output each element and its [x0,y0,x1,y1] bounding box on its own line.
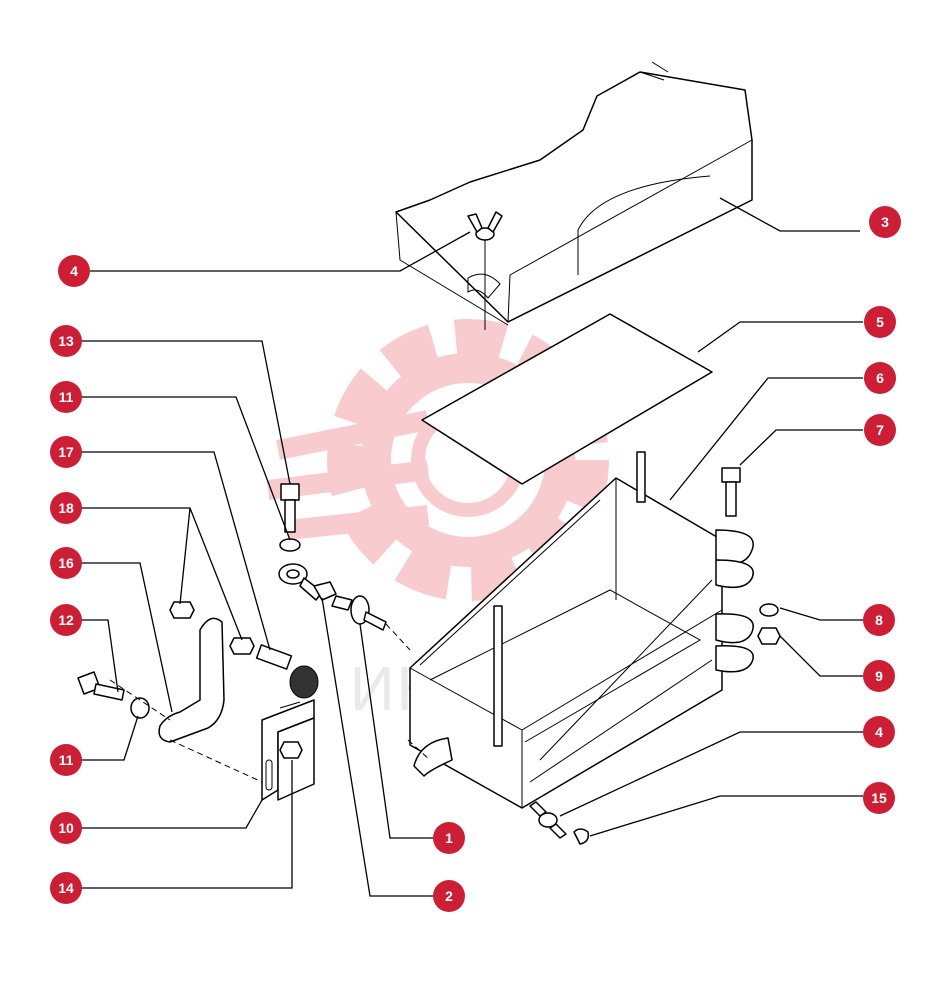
callout-16: 16 [50,547,82,579]
callout-12: 12 [50,604,82,636]
svg-text:2: 2 [445,888,453,904]
svg-text:8: 8 [875,612,883,628]
callout-14: 14 [50,872,82,904]
svg-text:11: 11 [59,389,74,405]
svg-text:13: 13 [58,333,74,349]
part-nut-9 [757,627,781,645]
callout-18: 18 [50,492,82,524]
callout-5: 5 [864,306,896,338]
callout-4-top: 4 [58,255,90,287]
svg-text:5: 5 [876,314,884,330]
part-washer-8 [759,603,779,617]
part-washer-11b [130,697,150,719]
assembly-axis [109,623,431,783]
svg-text:11: 11 [59,752,74,768]
svg-text:9: 9 [875,668,883,684]
callout-17: 17 [50,436,82,468]
callout-11-lower: 11 [50,744,82,776]
part-nut-18a [169,601,195,619]
svg-text:17: 17 [58,444,74,460]
part-bolt-12 [77,671,125,701]
callout-11-upper: 11 [50,381,82,413]
callout-13: 13 [50,325,82,357]
callout-7: 7 [864,414,896,446]
svg-text:7: 7 [876,422,884,438]
callout-2: 2 [433,880,465,912]
callout-15: 15 [863,782,895,814]
svg-text:4: 4 [70,263,78,279]
part-cover [395,61,753,330]
part-clip-15 [573,828,590,845]
callout-1: 1 [433,822,465,854]
part-plate [421,313,713,485]
svg-text:16: 16 [58,555,74,571]
svg-text:4: 4 [875,724,883,740]
leader-lines [80,197,863,897]
part-bolt-1 [331,595,387,631]
svg-text:18: 18 [58,500,74,516]
callout-8: 8 [863,604,895,636]
svg-text:10: 10 [58,820,74,836]
part-washer-11 [279,538,301,552]
svg-text:3: 3 [881,214,889,230]
part-wing-nut-4 [529,801,567,839]
callout-3: 3 [869,206,901,238]
svg-text:6: 6 [876,370,884,386]
part-rod-end-2 [278,563,337,601]
svg-text:1: 1 [445,830,453,846]
callout-10: 10 [50,812,82,844]
part-bolt-7 [721,467,741,517]
svg-text:14: 14 [58,880,74,896]
part-frame [409,451,754,809]
callout-4-bottom: 4 [863,716,895,748]
part-nut-18b [229,637,255,655]
part-knurled-screw-17 [255,644,319,699]
callout-6: 6 [864,362,896,394]
callout-9: 9 [863,660,895,692]
part-bracket-16 [158,617,225,743]
svg-text:15: 15 [871,790,887,806]
svg-text:12: 12 [58,612,74,628]
part-nut-14 [279,741,303,759]
